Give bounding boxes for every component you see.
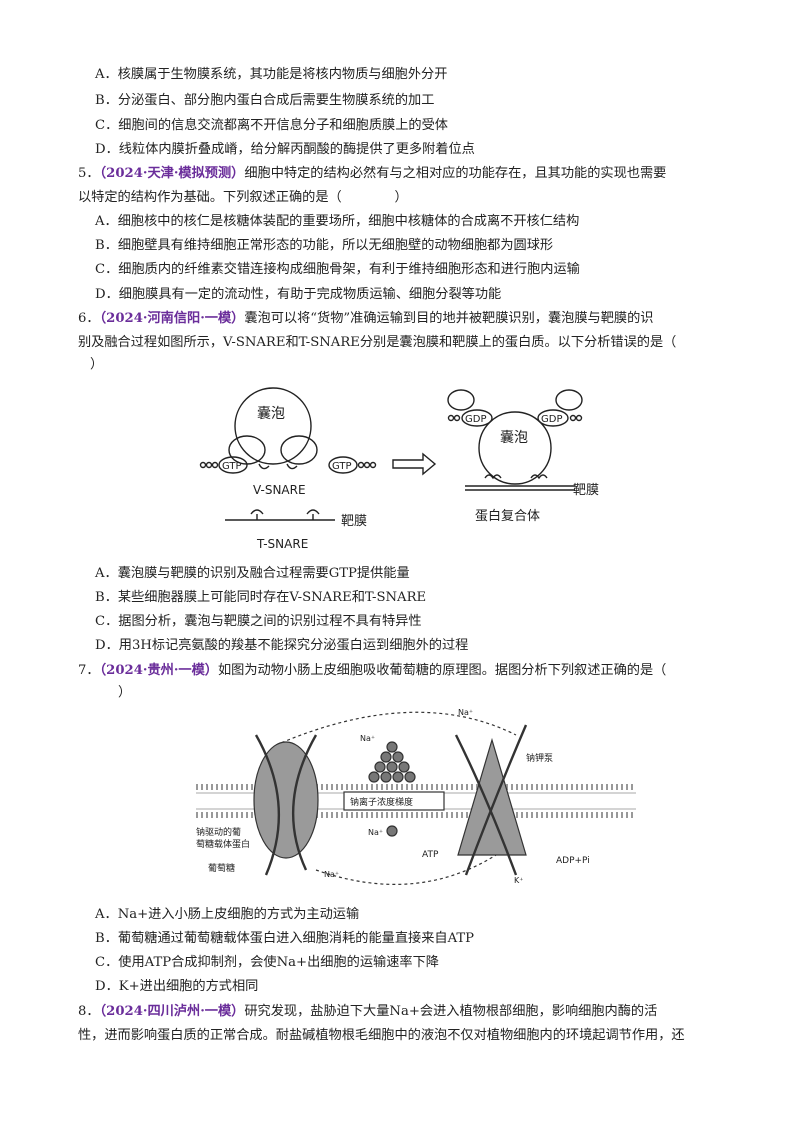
q4-option-d: D．线粒体内膜折叠成嵴，给分解丙酮酸的酶提供了更多附着位点 bbox=[95, 142, 475, 157]
q5-number: 5． bbox=[78, 166, 100, 181]
pump-label: 钠钾泵 bbox=[526, 752, 553, 764]
vesicle-fusion-diagram: 囊泡 GTP GTP V-SNARE 靶膜 T-SNARE 囊泡 GDP GDP… bbox=[199, 387, 599, 551]
q7-stem-2: ） bbox=[118, 685, 132, 700]
target-membrane-label-left: 靶膜 bbox=[341, 514, 367, 529]
q7-stem-1: 如图为动物小肠上皮细胞吸收葡萄糖的原理图。据图分析下列叙述正确的是（ bbox=[218, 663, 667, 678]
v-snare-label: V-SNARE bbox=[253, 483, 306, 497]
q5-stem-2: 以特定的结构作为基础。下列叙述正确的是（ ） bbox=[78, 190, 408, 205]
k-label: K⁺ bbox=[514, 876, 523, 885]
q8-stem: 8．（2024·四川泸州·一模）研究发现，盐胁迫下大量Na+会进入植物根部细胞，… bbox=[78, 1003, 657, 1021]
q7-source: （2024·贵州·一模） bbox=[99, 663, 218, 678]
sodium-ions-cluster bbox=[368, 741, 416, 783]
vesicle-label-right: 囊泡 bbox=[500, 429, 528, 446]
protein-complex-label: 蛋白复合体 bbox=[475, 508, 540, 524]
vesicle-left bbox=[234, 387, 312, 465]
na-label-bottom: Na⁺ bbox=[324, 870, 339, 879]
gtp-oval-left bbox=[218, 456, 248, 474]
q7-option-b: B．葡萄糖通过葡萄糖载体蛋白进入细胞消耗的能量直接来自ATP bbox=[95, 931, 475, 946]
q6-option-c: C．据图分析，囊泡与靶膜之间的识别过程不具有特异性 bbox=[95, 614, 422, 629]
q5-option-d: D．细胞膜具有一定的流动性，有助于完成物质运输、细胞分裂等功能 bbox=[95, 287, 502, 302]
na-label-inner: Na⁺ bbox=[368, 828, 383, 837]
gdp-label-right: GDP bbox=[541, 414, 562, 425]
atp-label: ATP bbox=[422, 850, 439, 860]
na-label-top: Na⁺ bbox=[360, 734, 375, 743]
q5-stem-1: 细胞中特定的结构必然有与之相对应的功能存在，且其功能的实现也需要 bbox=[244, 166, 667, 181]
q6-stem: 6．（2024·河南信阳·一模）囊泡可以将“货物”准确运输到目的地并被靶膜识别，… bbox=[78, 310, 653, 328]
q6-source: （2024·河南信阳·一模） bbox=[99, 311, 245, 326]
glucose-carrier-protein bbox=[253, 741, 319, 859]
gtp-oval-right bbox=[328, 456, 358, 474]
gdp-oval-right bbox=[537, 409, 569, 427]
sodium-gradient-label: 钠离子浓度梯度 bbox=[350, 796, 413, 808]
q7-option-a: A．Na+进入小肠上皮细胞的方式为主动运输 bbox=[95, 907, 360, 922]
vesicle-right bbox=[478, 411, 552, 485]
gtp-label-right: GTP bbox=[332, 461, 352, 472]
glucose-label: 葡萄糖 bbox=[208, 862, 235, 874]
q8-source: （2024·四川泸州·一模） bbox=[99, 1004, 245, 1019]
gdp-oval-left bbox=[461, 409, 493, 427]
q6-number: 6． bbox=[78, 311, 100, 326]
carrier-label-2: 萄糖载体蛋白 bbox=[196, 838, 250, 850]
q6-stem-2: 别及融合过程如图所示，V-SNARE和T-SNARE分别是囊泡膜和靶膜上的蛋白质… bbox=[78, 335, 677, 350]
q5-stem: 5．（2024·天津·模拟预测）细胞中特定的结构必然有与之相对应的功能存在，且其… bbox=[78, 165, 666, 183]
q4-option-b: B．分泌蛋白、部分胞内蛋白合成后需要生物膜系统的加工 bbox=[95, 93, 435, 108]
process-arrow bbox=[392, 452, 437, 476]
q4-option-a: A．核膜属于生物膜系统，其功能是将核内物质与细胞外分开 bbox=[95, 67, 448, 82]
q5-option-b: B．细胞壁具有维持细胞正常形态的功能，所以无细胞壁的动物细胞都为圆球形 bbox=[95, 238, 554, 253]
t-snare-label: T-SNARE bbox=[256, 537, 308, 551]
q5-source: （2024·天津·模拟预测） bbox=[99, 166, 245, 181]
target-membrane-label-right: 靶膜 bbox=[573, 483, 599, 498]
q6-option-d: D．用3H标记亮氨酸的羧基不能探究分泌蛋白运到细胞外的过程 bbox=[95, 638, 469, 653]
adp-label: ADP+Pi bbox=[556, 856, 590, 866]
q6-option-a: A．囊泡膜与靶膜的识别及融合过程需要GTP提供能量 bbox=[95, 566, 410, 581]
q5-option-a: A．细胞核中的核仁是核糖体装配的重要场所，细胞中核糖体的合成离不开核仁结构 bbox=[95, 214, 580, 229]
q6-stem-3: ） bbox=[90, 357, 104, 372]
q7-stem: 7．（2024·贵州·一模）如图为动物小肠上皮细胞吸收葡萄糖的原理图。据图分析下… bbox=[78, 662, 666, 680]
q7-option-c: C．使用ATP合成抑制剂，会使Na+出细胞的运输速率下降 bbox=[95, 955, 439, 970]
q5-option-c: C．细胞质内的纤维素交错连接构成细胞骨架，有利于维持细胞形态和进行胞内运输 bbox=[95, 262, 580, 277]
gtp-label-left: GTP bbox=[222, 461, 242, 472]
vesicle-label-left: 囊泡 bbox=[257, 405, 285, 422]
q8-number: 8． bbox=[78, 1004, 100, 1019]
sodium-potassium-pump bbox=[457, 737, 527, 856]
gdp-label-left: GDP bbox=[465, 414, 486, 425]
na-label-pump: Na⁺ bbox=[458, 708, 473, 717]
q4-option-c: C．细胞间的信息交流都离不开信息分子和细胞质膜上的受体 bbox=[95, 118, 448, 133]
q7-number: 7． bbox=[78, 663, 100, 678]
q6-option-b: B．某些细胞器膜上可能同时存在V-SNARE和T-SNARE bbox=[95, 590, 427, 605]
q7-option-d: D．K+进出细胞的方式相同 bbox=[95, 979, 259, 994]
carrier-label-1: 钠驱动的葡 bbox=[196, 826, 241, 838]
q6-stem-1: 囊泡可以将“货物”准确运输到目的地并被靶膜识别，囊泡膜与靶膜的识 bbox=[244, 311, 654, 326]
q8-stem-2: 性，进而影响蛋白质的正常合成。耐盐碱植物根毛细胞中的液泡不仅对植物细胞内的环境起… bbox=[78, 1028, 685, 1043]
q8-stem-1: 研究发现，盐胁迫下大量Na+会进入植物根部细胞，影响细胞内酶的活 bbox=[244, 1004, 658, 1019]
glucose-transport-diagram: Na⁺ Na⁺ 钠离子浓度梯度 Na⁺ 钠钾泵 钠驱动的葡 萄糖载体蛋白 葡萄糖… bbox=[196, 708, 636, 885]
